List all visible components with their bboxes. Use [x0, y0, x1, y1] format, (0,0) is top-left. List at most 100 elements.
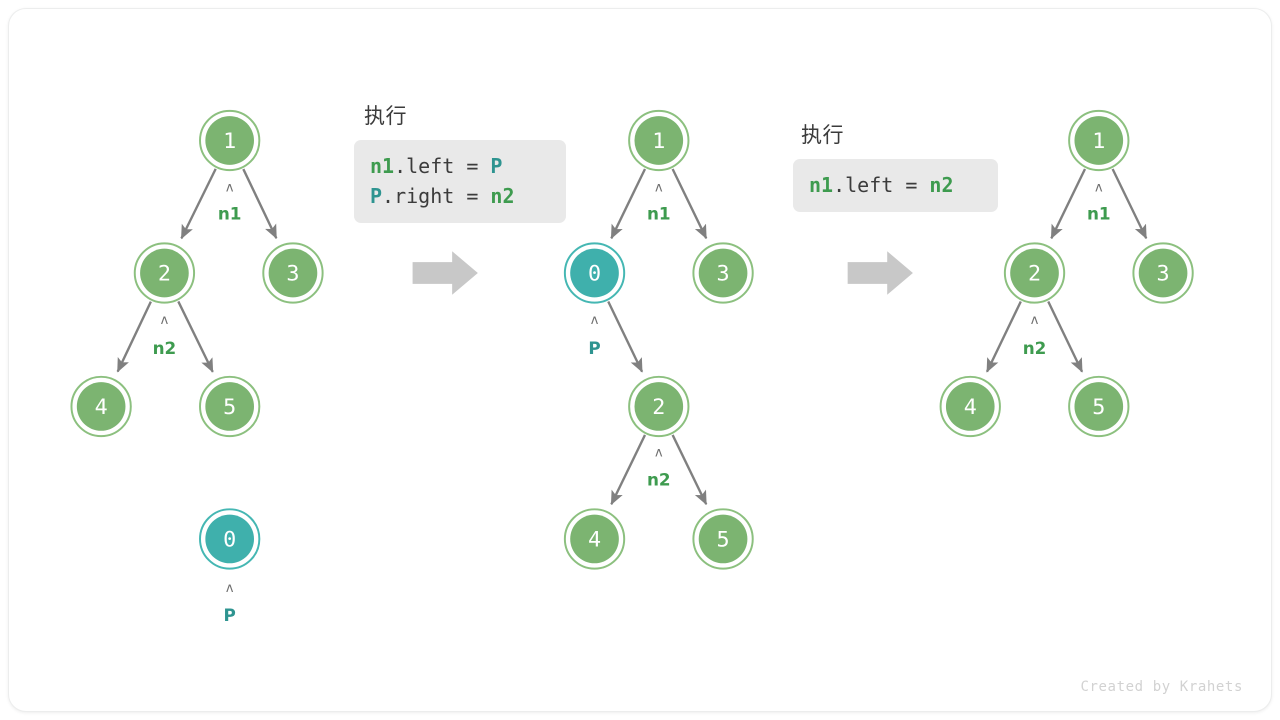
node-value: 2 — [652, 395, 665, 420]
tree-edge — [1050, 168, 1087, 240]
tree-node-2[interactable]: 2 — [1003, 242, 1066, 304]
code-token: n1 — [370, 154, 395, 178]
step-arrow-2 — [847, 251, 913, 295]
node-disc — [1074, 382, 1124, 431]
node-outer-ring — [1132, 242, 1194, 304]
tree-node-2[interactable]: 2 — [628, 375, 690, 438]
caret-icon: ʌ — [226, 581, 234, 596]
tree-node-0[interactable]: 0 — [199, 508, 261, 570]
caret-icon: ʌ — [226, 180, 234, 195]
step-arrows-layer — [412, 251, 913, 295]
tree-edge — [985, 300, 1022, 373]
node-white-ring — [942, 378, 999, 435]
node-disc — [1074, 116, 1124, 165]
node-value: 2 — [1028, 261, 1041, 286]
node-outer-ring — [563, 508, 626, 570]
code-token: n2 — [929, 173, 954, 197]
node-outer-ring — [262, 242, 324, 304]
tree-node-3[interactable]: 3 — [262, 242, 324, 304]
pointer-name: n1 — [1087, 204, 1111, 224]
node-value: 0 — [223, 527, 236, 552]
pointer-name: P — [224, 605, 236, 625]
tree-node-3[interactable]: 3 — [692, 242, 754, 304]
node-value: 5 — [717, 527, 730, 552]
node-outer-ring — [1068, 109, 1130, 172]
caret-icon: ʌ — [1031, 313, 1039, 328]
credit-text: Created by Krahets — [1080, 679, 1243, 695]
node-white-ring — [1134, 244, 1192, 302]
tree-node-3[interactable]: 3 — [1132, 242, 1194, 304]
tree-node-4[interactable]: 4 — [563, 508, 626, 570]
exec-label: 执行 — [364, 104, 407, 128]
node-outer-ring — [133, 242, 196, 304]
tree-edge — [180, 168, 217, 240]
code-token: .left = — [394, 154, 491, 178]
code-line: n1.left = n2 — [809, 170, 982, 200]
node-disc — [1010, 248, 1059, 298]
node-white-ring — [694, 510, 752, 568]
node-value: 1 — [223, 129, 236, 154]
node-disc — [76, 382, 126, 431]
node-disc — [634, 382, 684, 431]
node-white-ring — [630, 378, 687, 435]
code-block: n1.left = n2 — [793, 159, 998, 212]
node-value: 4 — [964, 395, 977, 420]
tree-edge — [242, 168, 278, 240]
tree-node-1[interactable]: 1 — [199, 109, 261, 172]
tree-node-0[interactable]: 0 — [563, 242, 626, 304]
node-disc — [140, 248, 189, 298]
code-token: .right = — [382, 184, 491, 208]
tree-node-1[interactable]: 1 — [628, 109, 690, 172]
pointer-label-n2: ʌ n2 — [153, 313, 177, 358]
node-value: 3 — [286, 261, 299, 286]
code-line: n1.left = P — [370, 151, 550, 181]
node-white-ring — [1006, 244, 1063, 302]
node-value: 5 — [223, 395, 236, 420]
pointer-name: P — [588, 338, 600, 358]
node-disc — [570, 514, 619, 564]
pointer-label-n1: ʌn1 — [647, 180, 671, 223]
tree-node-1[interactable]: 1 — [1068, 109, 1130, 172]
node-disc — [698, 248, 748, 298]
pointer-name: n2 — [647, 470, 671, 490]
caret-icon: ʌ — [591, 313, 599, 328]
caret-icon: ʌ — [161, 313, 169, 328]
node-outer-ring — [199, 508, 261, 570]
tree-edge — [177, 300, 214, 373]
tree-node-5[interactable]: 5 — [1068, 375, 1130, 438]
tree-edges-layer — [116, 168, 1148, 506]
node-value: 5 — [1092, 395, 1105, 420]
node-outer-ring — [628, 375, 690, 438]
node-value: 1 — [652, 129, 665, 154]
caret-icon: ʌ — [655, 180, 663, 195]
pointer-label-n2: ʌn2 — [1023, 313, 1047, 358]
tree-edge — [610, 434, 647, 506]
tree-node-5[interactable]: 5 — [199, 375, 261, 438]
node-disc — [205, 382, 254, 431]
node-value: 1 — [1092, 129, 1105, 154]
tree-node-4[interactable]: 4 — [70, 375, 132, 438]
node-white-ring — [630, 112, 687, 169]
tree-node-2[interactable]: 2 — [133, 242, 196, 304]
code-token: n2 — [490, 184, 515, 208]
node-white-ring — [201, 378, 258, 435]
tree-edge — [1047, 300, 1084, 373]
node-outer-ring — [70, 375, 132, 438]
caret-icon: ʌ — [655, 445, 663, 460]
node-disc — [205, 514, 254, 564]
node-disc — [698, 514, 748, 564]
code-token: P — [490, 154, 503, 178]
tree-node-5[interactable]: 5 — [692, 508, 754, 570]
tree-node-4[interactable]: 4 — [939, 375, 1001, 438]
tree-edge — [116, 301, 152, 373]
node-value: 4 — [588, 527, 601, 552]
node-outer-ring — [199, 109, 261, 172]
node-disc — [945, 382, 995, 431]
pointer-name: n2 — [153, 338, 177, 358]
node-outer-ring — [1003, 242, 1066, 304]
node-disc — [268, 248, 318, 298]
node-white-ring — [201, 510, 258, 568]
